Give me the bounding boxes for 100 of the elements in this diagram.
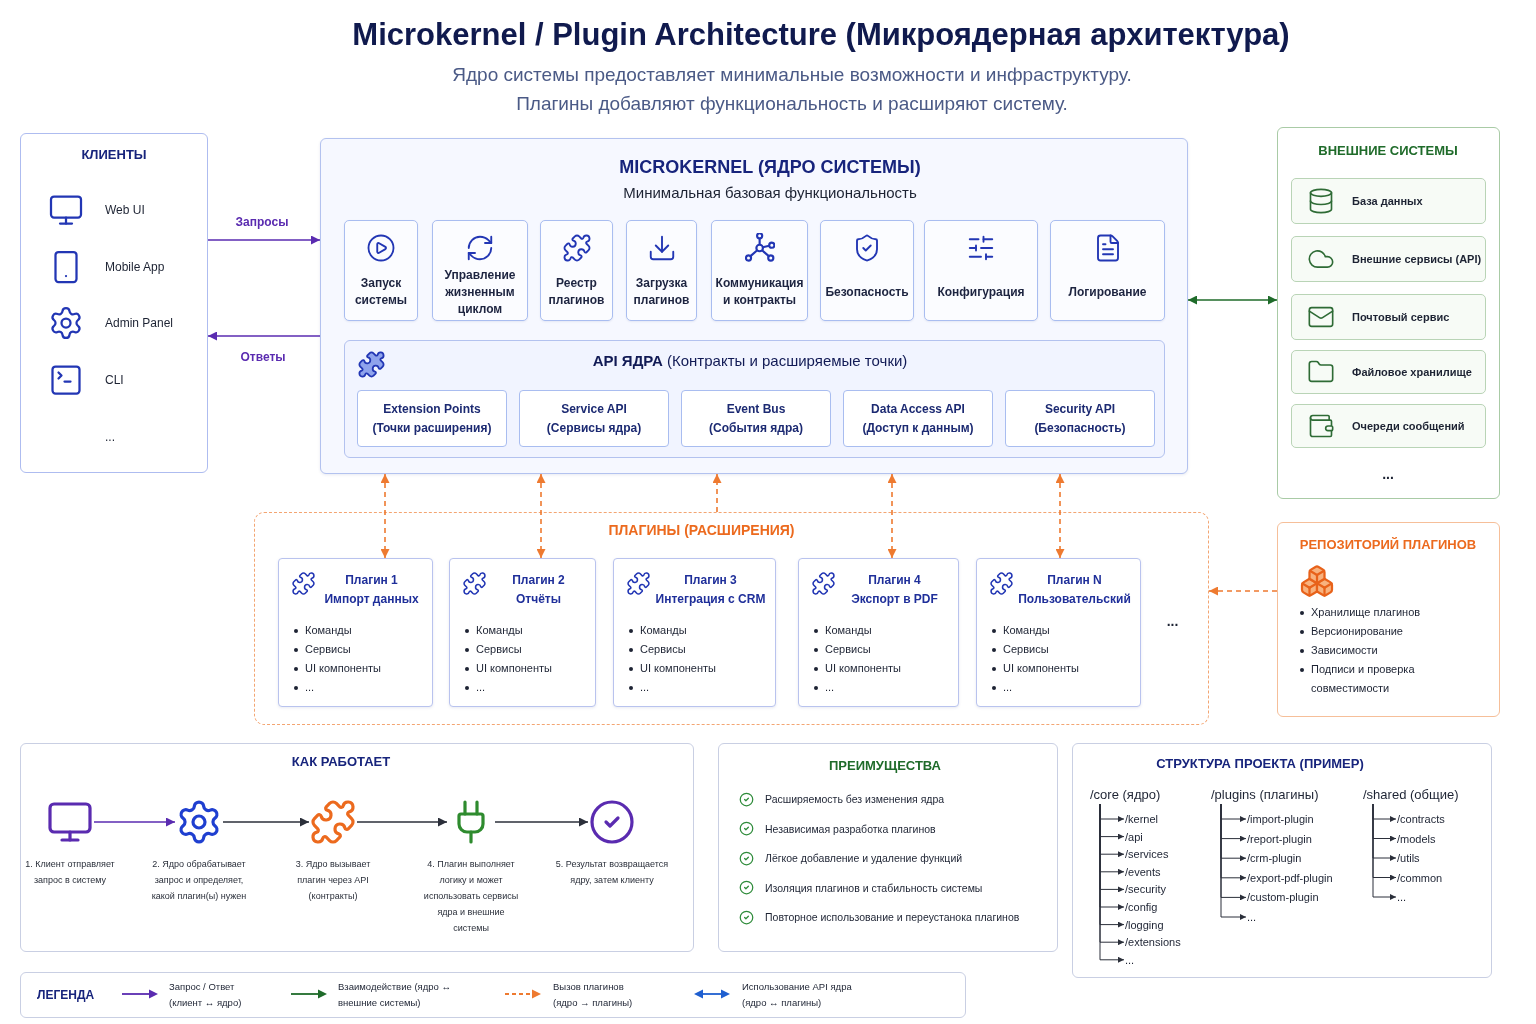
plugin-description: Импорт данных	[324, 591, 419, 608]
api-name: Security API	[1044, 400, 1116, 418]
service-card	[1291, 178, 1486, 224]
tree-item: /common	[1397, 869, 1443, 886]
tree-branch-arrow	[1372, 803, 1397, 900]
step-description: 3. Ядро вызывает плагин через API (контракты)	[294, 858, 372, 903]
client-label: Mobile App	[105, 258, 165, 275]
list-item: ...	[476, 680, 486, 695]
function-label: Запуск системы	[353, 275, 409, 309]
plugin-card	[613, 558, 776, 707]
panel-title: ПЛАГИНЫ (РАСШИРЕНИЯ)	[608, 521, 795, 540]
tree-item: /utils	[1397, 850, 1420, 866]
dashed-arrow	[1055, 473, 1065, 559]
folder-heading: /shared (общие)	[1363, 787, 1459, 803]
plugin-card	[798, 558, 959, 707]
panel-title: КАК РАБОТАЕТ	[291, 753, 391, 771]
plugin-description: Пользовательский	[1018, 591, 1131, 608]
function-label: Конфигурация	[937, 283, 1025, 301]
function-label: Реестр плагинов	[547, 275, 606, 309]
folder-heading: /plugins (плагины)	[1211, 787, 1319, 803]
list-item: Команды	[825, 623, 872, 638]
tree-item: /config	[1125, 899, 1158, 915]
legend-text: Взаимодействие (ядро ↔ внешние системы)	[338, 980, 452, 1010]
panel-title: MICROKERNEL (ЯДРО СИСТЕМЫ)	[619, 156, 921, 179]
how-it-works-panel	[20, 743, 694, 952]
function-label: Логирование	[1068, 283, 1147, 301]
service-label: Внешние сервисы (API)	[1352, 251, 1482, 267]
function-label: Загрузка плагинов	[632, 275, 691, 309]
list-item: ...	[640, 680, 650, 695]
plugin-name: Плагин 2	[512, 572, 565, 589]
list-item: Сервисы	[305, 642, 351, 657]
api-description: (Точки расширения)	[372, 419, 492, 437]
dashed-arrow	[712, 473, 722, 513]
folder-heading: /core (ядро)	[1090, 787, 1161, 803]
list-item: UI компоненты	[305, 661, 381, 676]
api-card	[681, 390, 831, 447]
function-card	[432, 220, 528, 321]
clients-panel	[20, 133, 208, 473]
list-item: UI компоненты	[640, 661, 716, 676]
list-item: Сервисы	[1003, 642, 1049, 657]
plugin-name: Плагин 1	[345, 572, 398, 589]
advantage-text: Лёгкое добавление и удаление функций	[765, 851, 963, 866]
api-description: (События ядра)	[709, 419, 803, 437]
list-item: Хранилище плагинов	[1311, 605, 1421, 620]
arrow	[207, 331, 321, 341]
service-label: Файловое хранилище	[1352, 364, 1472, 380]
api-card	[1005, 390, 1155, 447]
api-description: (Сервисы ядра)	[546, 419, 642, 437]
step-description: 4. Плагин выполняет логику и может использовать сервисы ядра и внешние системы	[422, 858, 520, 935]
tree-item: /security	[1125, 881, 1166, 898]
plugin-name: Плагин 4	[868, 572, 921, 589]
api-card	[519, 390, 669, 447]
legend-text: Запрос / Ответ (клиент ↔ ядро)	[169, 980, 243, 1010]
arrow	[356, 817, 448, 827]
service-card	[1291, 294, 1486, 340]
list-item: Зависимости	[1311, 643, 1378, 658]
tree-branch-arrow	[1220, 803, 1247, 920]
list-item: UI компоненты	[825, 661, 901, 676]
panel-title: КЛИЕНТЫ	[81, 146, 147, 164]
service-card	[1291, 404, 1486, 448]
client-label: Web UI	[105, 202, 145, 218]
more-indicator: ...	[105, 428, 115, 445]
panel-title: ПРЕИМУЩЕСТВА	[829, 757, 941, 775]
plugins-region	[254, 512, 1209, 725]
advantages-panel	[718, 743, 1058, 952]
service-label: Почтовый сервис	[1352, 309, 1450, 325]
tree-item: /custom-plugin	[1247, 889, 1319, 906]
panel-subtitle: Минимальная базовая функциональность	[623, 183, 917, 203]
subtitle: Ядро системы предоставляет минимальные возможности и инфраструктуру.	[452, 63, 1132, 87]
list-item: UI компоненты	[476, 661, 552, 676]
double-arrow	[1187, 295, 1278, 305]
more-indicator: ...	[1166, 612, 1179, 631]
advantage-text: Изоляция плагинов и стабильность системы	[765, 880, 983, 896]
api-card	[357, 390, 507, 447]
plugin-description: Отчёты	[516, 591, 561, 608]
list-item: Сервисы	[825, 642, 871, 657]
tree-item: ...	[1397, 889, 1407, 905]
list-item: Сервисы	[640, 642, 686, 657]
legend-text: Использование API ядра (ядро ↔ плагины)	[742, 980, 853, 1010]
kernel-panel	[320, 138, 1188, 474]
arrow	[93, 817, 176, 827]
list-item: UI компоненты	[1003, 661, 1079, 676]
dashed-arrow	[887, 473, 897, 559]
arrow	[494, 817, 589, 827]
tree-item: /import-plugin	[1247, 811, 1314, 827]
api-description: (Безопасность)	[1034, 419, 1126, 437]
diagram-title: Microkernel / Plugin Architecture (Микроядерная архитектура)	[352, 16, 1290, 54]
step-description: 5. Результат возвращается ядру, затем клиенту	[554, 858, 670, 887]
plugin-card	[278, 558, 433, 707]
tree-item: /services	[1125, 846, 1169, 863]
subtitle: Плагины добавляют функциональность и расширяют систему.	[516, 92, 1068, 116]
tree-item: /models	[1397, 830, 1436, 847]
tree-item: /crm-plugin	[1247, 850, 1302, 867]
function-card	[626, 220, 697, 321]
service-label: База данных	[1352, 193, 1423, 209]
plugin-card	[449, 558, 596, 707]
tree-item: /logging	[1125, 916, 1164, 933]
function-card	[820, 220, 914, 321]
api-name: Data Access API	[871, 400, 965, 418]
function-card	[540, 220, 613, 321]
